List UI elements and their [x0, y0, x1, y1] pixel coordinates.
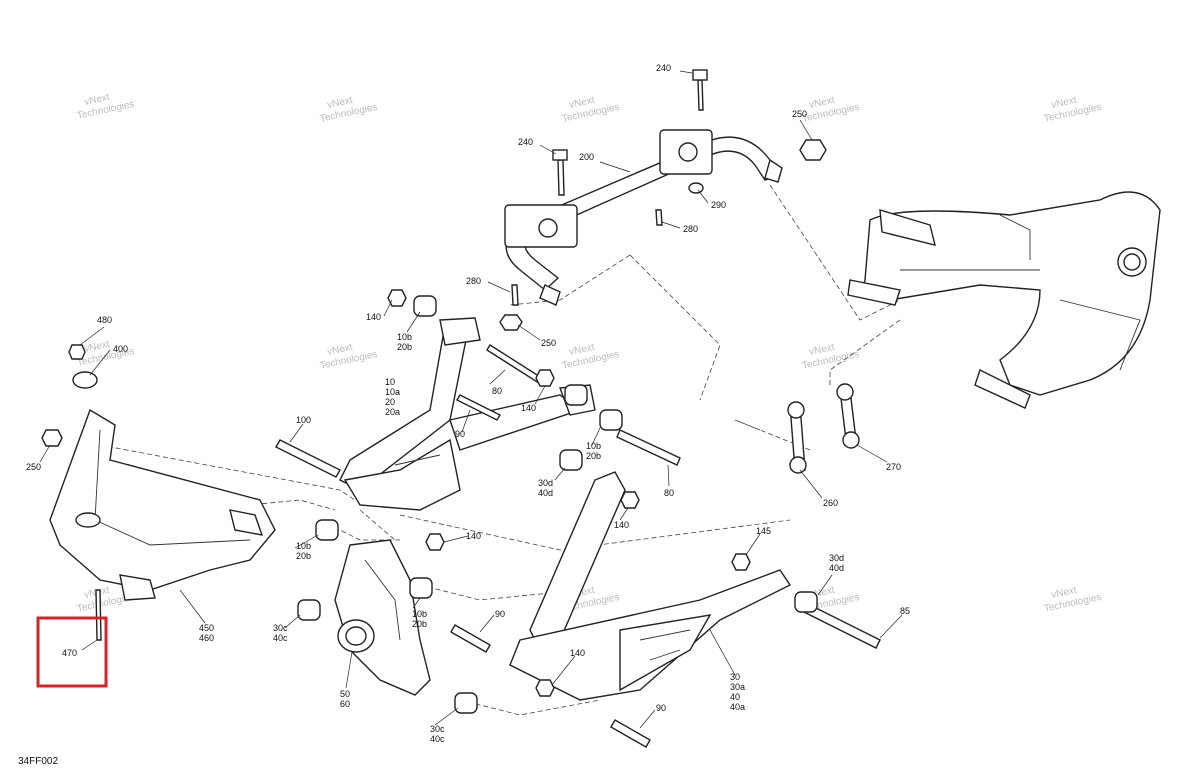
callout-240[interactable]: 240 — [656, 63, 671, 73]
svg-text:vNext: vNext — [326, 95, 354, 111]
callout-480[interactable]: 480 — [97, 315, 112, 325]
watermark: vNext Technologies — [801, 95, 860, 125]
callout-140[interactable]: 140 — [466, 531, 481, 541]
svg-text:vNext: vNext — [83, 339, 111, 355]
rear-trailing-arm-assembly — [847, 191, 1161, 409]
svg-text:vNext: vNext — [83, 92, 111, 108]
callout-140[interactable]: 140 — [570, 648, 585, 658]
highlight-box — [36, 616, 108, 688]
callout-140[interactable]: 140 — [366, 312, 381, 322]
figure-code: 34FF002 — [18, 756, 58, 767]
callout-280[interactable]: 280 — [683, 224, 698, 234]
skid-plate-panel — [49, 408, 276, 601]
callout-400[interactable]: 400 — [113, 344, 128, 354]
svg-text:vNext: vNext — [808, 342, 836, 358]
callout-145[interactable]: 145 — [756, 526, 771, 536]
callout-250[interactable]: 250 — [541, 338, 556, 348]
callout-100[interactable]: 100 — [296, 415, 311, 425]
callout-140[interactable]: 140 — [521, 403, 536, 413]
callout-80[interactable]: 80 — [492, 386, 502, 396]
watermark: vNext Technologies — [1043, 585, 1102, 615]
watermark: vNext Technologies — [1043, 95, 1102, 125]
knuckle — [334, 539, 431, 696]
callout-85[interactable]: 85 — [900, 606, 910, 616]
svg-text:vNext: vNext — [568, 342, 596, 358]
callout-250[interactable]: 250 — [792, 109, 807, 119]
svg-text:vNext: vNext — [1050, 95, 1078, 111]
watermark: vNext Technologies — [561, 95, 620, 125]
watermark: vNext Technologies — [319, 95, 378, 125]
callout-240[interactable]: 240 — [518, 137, 533, 147]
callout-80[interactable]: 80 — [664, 488, 674, 498]
svg-text:vNext: vNext — [1050, 585, 1078, 601]
upper-control-arm — [339, 317, 596, 511]
callout-90[interactable]: 90 — [455, 429, 465, 439]
stabilizer-bar-assembly — [504, 129, 783, 306]
callout-140[interactable]: 140 — [614, 520, 629, 530]
callout-90[interactable]: 90 — [495, 609, 505, 619]
callout-90[interactable]: 90 — [656, 703, 666, 713]
callout-280[interactable]: 280 — [466, 276, 481, 286]
watermark: vNext Technologies — [319, 342, 378, 372]
callout-290[interactable]: 290 — [711, 200, 726, 210]
callout-470[interactable]: 470 — [62, 648, 77, 658]
callout-270[interactable]: 270 — [886, 462, 901, 472]
callout-250[interactable]: 250 — [26, 462, 41, 472]
svg-text:vNext: vNext — [568, 95, 596, 111]
assembly-lines — [94, 184, 901, 716]
svg-text:vNext: vNext — [326, 342, 354, 358]
watermark: vNext Technologies — [561, 342, 620, 372]
leader-lines — [39, 70, 903, 729]
svg-text:vNext: vNext — [808, 95, 836, 111]
callout-260[interactable]: 260 — [823, 498, 838, 508]
lower-control-arm — [509, 471, 792, 701]
fasteners — [41, 69, 881, 748]
watermark: vNext Technologies — [76, 92, 135, 122]
callout-200[interactable]: 200 — [579, 152, 594, 162]
